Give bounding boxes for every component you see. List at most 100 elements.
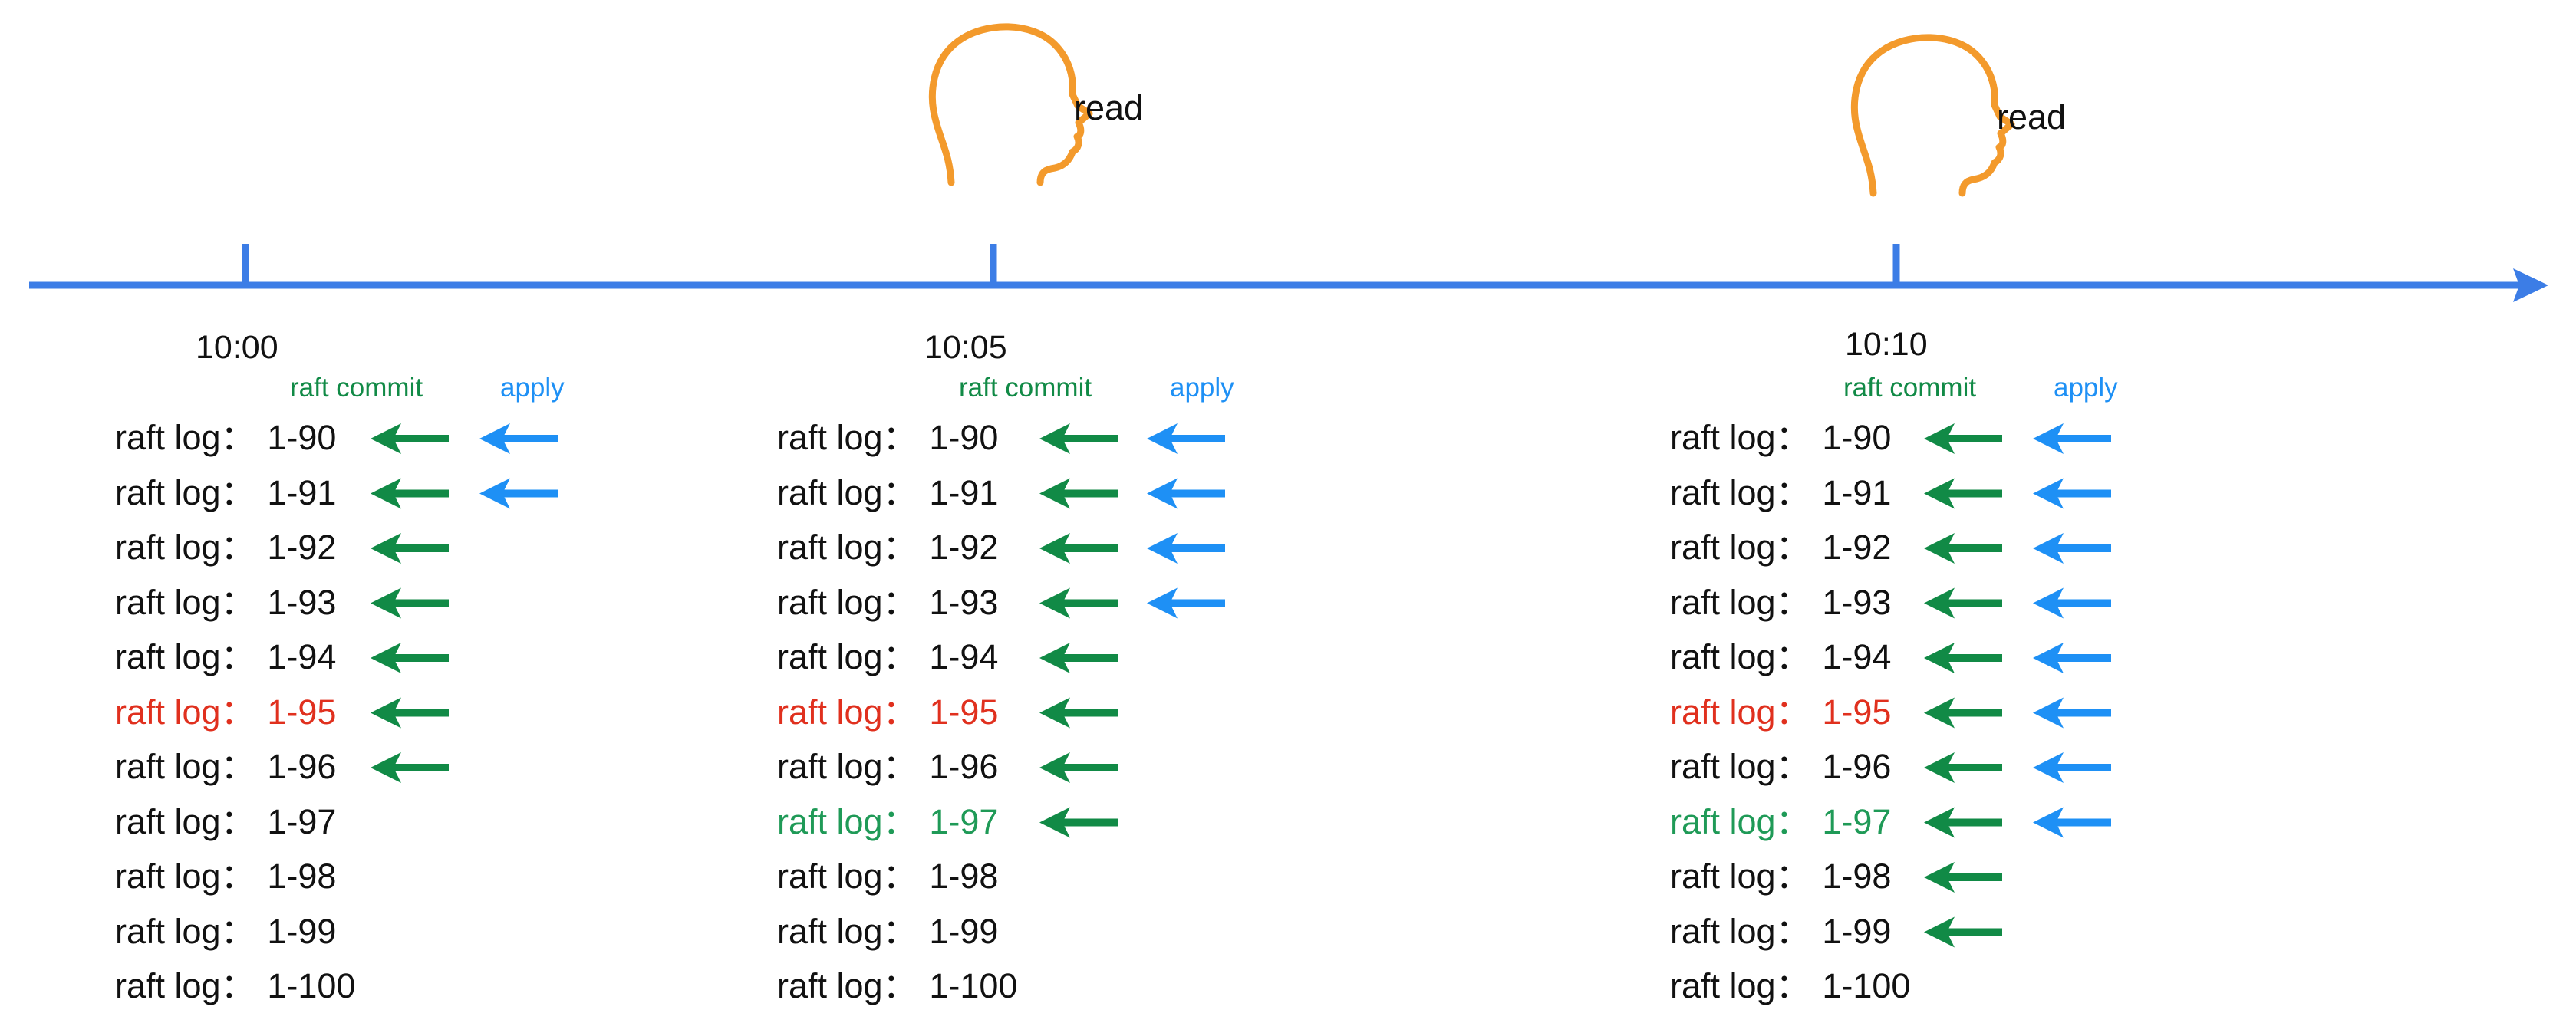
raft-log-entry: raft log： 1-94 xyxy=(777,640,998,674)
raft-log-entry: raft log：1-99 xyxy=(777,914,998,949)
commit-arrow-icon xyxy=(1924,533,2002,564)
commit-arrow-icon xyxy=(1039,697,1118,729)
apply-arrow-icon xyxy=(1147,478,1225,509)
raft-log-prefix: raft log： xyxy=(1670,747,1810,786)
raft-log-entry: raft log： 1-91 xyxy=(115,475,336,510)
raft-log-index: 1-93 xyxy=(929,582,999,622)
commit-arrow-icon xyxy=(1924,478,2002,509)
raft-log-prefix: raft log： xyxy=(777,857,917,896)
commit-arrow-icon xyxy=(371,643,449,673)
apply-arrow-icon xyxy=(2033,478,2111,509)
raft-log-index: 1-91 xyxy=(929,472,999,512)
head-profile-icon xyxy=(929,23,1093,186)
apply-arrow-icon xyxy=(1147,533,1225,564)
raft-log-index: 1-99 xyxy=(1822,911,1892,951)
raft-log-index: 1-90 xyxy=(1822,418,1892,457)
apply-arrow-icon xyxy=(2033,643,2111,673)
raft-log-entry: raft log： 1-96 xyxy=(777,749,998,784)
commit-arrow-icon xyxy=(1924,587,2002,619)
raft-log-prefix: raft log： xyxy=(777,418,917,457)
raft-log-index: 1-91 xyxy=(267,472,337,512)
commit-arrow-icon xyxy=(1039,423,1118,454)
raft-log-entry: raft log：1-91 xyxy=(1670,475,1891,510)
apply-arrow-icon xyxy=(2033,423,2111,454)
raft-log-entry: raft log： 1-97 xyxy=(115,804,336,839)
raft-log-prefix: raft log： xyxy=(777,911,917,951)
raft-log-index: 1-96 xyxy=(1822,747,1892,786)
raft-log-prefix: raft log： xyxy=(1670,966,1810,1005)
apply-arrow-icon xyxy=(2033,807,2111,838)
raft-log-index: 1-94 xyxy=(1822,637,1892,676)
commit-arrow-icon xyxy=(371,423,449,454)
raft-log-prefix: raft log： xyxy=(115,472,255,512)
read-label: read xyxy=(1074,88,1144,127)
raft-log-index: 1-94 xyxy=(929,637,999,676)
raft-log-index: 1-97 xyxy=(1822,801,1892,841)
raft-log-index: 1-90 xyxy=(267,418,337,457)
time-label: 10:00 xyxy=(196,329,278,366)
raft-log-index: 1-97 xyxy=(267,801,337,841)
raft-log-index: 1-98 xyxy=(267,857,337,896)
commit-arrow-icon xyxy=(1924,643,2002,673)
raft-log-prefix: raft log： xyxy=(1670,472,1810,512)
raft-log-entry: raft log：1-93 xyxy=(1670,585,1891,620)
raft-log-entry: raft log： 1-98 xyxy=(777,859,998,893)
raft-log-entry: raft log：1-95 xyxy=(1670,695,1891,729)
raft-log-prefix: raft log： xyxy=(115,801,255,841)
timeline-arrowhead-icon xyxy=(2513,268,2548,302)
raft-log-entry: raft log：1-92 xyxy=(777,530,998,564)
raft-log-entry: raft log：1-91 xyxy=(777,475,998,510)
commit-arrow-icon xyxy=(371,478,449,509)
time-label: 10:10 xyxy=(1845,326,1928,363)
raft-log-entry: raft log：1-99 xyxy=(115,914,336,949)
raft-commit-header: raft commit xyxy=(959,373,1092,403)
commit-arrow-icon xyxy=(1924,423,2002,454)
apply-arrow-icon xyxy=(2033,587,2111,619)
raft-log-prefix: raft log： xyxy=(115,582,255,622)
raft-log-prefix: raft log： xyxy=(115,747,255,786)
read-label: read xyxy=(1997,97,2067,137)
raft-log-index: 1-97 xyxy=(929,801,999,841)
raft-log-index: 1-95 xyxy=(929,692,999,732)
raft-log-index: 1-92 xyxy=(929,528,999,567)
raft-log-prefix: raft log： xyxy=(777,747,917,786)
raft-log-entry: raft log：1-93 xyxy=(115,585,336,620)
raft-commit-header: raft commit xyxy=(1843,373,1977,403)
raft-log-index: 1-96 xyxy=(929,747,999,786)
raft-log-prefix: raft log： xyxy=(777,637,917,676)
apply-header: apply xyxy=(1170,373,1234,403)
apply-arrow-icon xyxy=(1147,587,1225,619)
commit-arrow-icon xyxy=(1924,807,2002,838)
raft-log-prefix: raft log： xyxy=(115,528,255,567)
raft-log-entry: raft log：1-93 xyxy=(777,585,998,620)
apply-arrow-icon xyxy=(2033,533,2111,564)
raft-commit-header: raft commit xyxy=(290,373,423,403)
raft-log-prefix: raft log： xyxy=(115,637,255,676)
raft-log-entry: raft log： 1-96 xyxy=(1670,749,1891,784)
raft-log-entry: raft log：1-90 xyxy=(1670,420,1891,455)
raft-log-entry: raft log：1-98 xyxy=(115,859,336,893)
apply-arrow-icon xyxy=(2033,697,2111,729)
raft-log-entry: raft log：1-95 xyxy=(115,695,336,729)
raft-log-entry: raft log：1-94 xyxy=(1670,640,1891,674)
commit-arrow-icon xyxy=(1924,862,2002,893)
commit-arrow-icon xyxy=(1924,916,2002,948)
commit-arrow-icon xyxy=(371,697,449,729)
raft-log-index: 1-98 xyxy=(929,857,999,896)
commit-arrow-icon xyxy=(1039,643,1118,673)
raft-log-prefix: raft log： xyxy=(1670,911,1810,951)
raft-log-entry: raft log：1-94 xyxy=(115,640,336,674)
raft-log-prefix: raft log： xyxy=(115,692,255,732)
apply-arrow-icon xyxy=(479,478,558,509)
raft-log-prefix: raft log： xyxy=(777,966,917,1005)
raft-log-entry: raft log：1-92 xyxy=(1670,530,1891,564)
raft-log-entry: raft log：1-98 xyxy=(1670,859,1891,893)
raft-log-index: 1-99 xyxy=(267,911,337,951)
commit-arrow-icon xyxy=(371,587,449,619)
raft-log-index: 1-92 xyxy=(267,528,337,567)
apply-header: apply xyxy=(500,373,565,403)
raft-log-prefix: raft log： xyxy=(1670,582,1810,622)
raft-log-entry: raft log：1-90 xyxy=(115,420,336,455)
